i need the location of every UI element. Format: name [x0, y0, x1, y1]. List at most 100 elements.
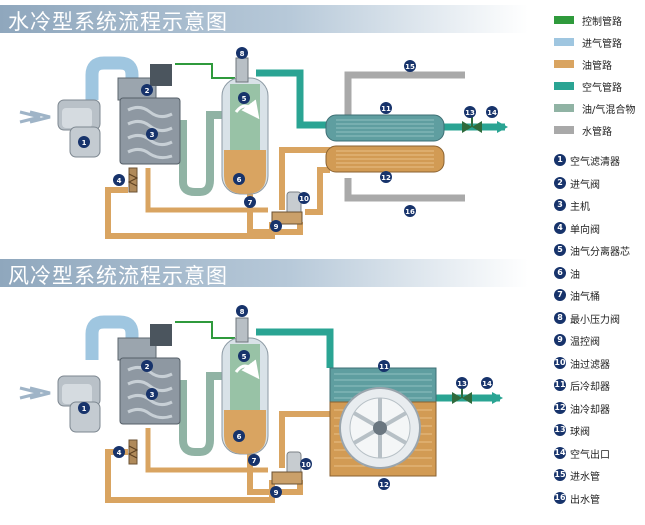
legend-part-label: 单向阀 — [570, 224, 600, 236]
air-filter-1 — [57, 99, 101, 158]
legend-part-number: 6 — [554, 266, 566, 279]
legend-part-number: 8 — [554, 311, 566, 324]
legend-part-label: 主机 — [570, 202, 590, 213]
svg-text:16: 16 — [405, 208, 415, 216]
oil-line-to-cooler — [279, 147, 330, 210]
svg-text:2: 2 — [145, 363, 150, 371]
svg-text:10: 10 — [301, 461, 311, 469]
svg-text:8: 8 — [240, 308, 245, 316]
diagram-air-cooled: 1 2 3 4 5 6 7 8 9 10 11 12 13 14 — [19, 305, 503, 503]
svg-text:13: 13 — [465, 109, 475, 117]
legend-part-label: 最小压力阀 — [570, 314, 620, 326]
legend-swatch — [554, 104, 574, 112]
legend-air-pipe: 空气管路 — [554, 78, 645, 96]
check-valve-4 — [127, 167, 139, 193]
legend-part-13: 13 球阀 — [554, 422, 645, 440]
legend-part-label: 油气桶 — [570, 292, 600, 303]
callout-w-14: 14 — [486, 106, 498, 118]
svg-text:4: 4 — [117, 449, 122, 457]
legend-part-number: 14 — [554, 446, 566, 459]
callout-a-3: 3 — [146, 388, 158, 400]
legend-part-number: 13 — [554, 424, 566, 436]
legend-part-label: 空气出口 — [570, 449, 610, 461]
callout-w-10: 10 — [298, 192, 310, 204]
svg-text:14: 14 — [487, 109, 497, 117]
legend-part-label: 进气阀 — [570, 179, 600, 191]
water-outlet-pipe — [344, 178, 465, 202]
svg-text:6: 6 — [237, 176, 242, 184]
svg-text:1: 1 — [82, 139, 87, 147]
title-bar-water-cooled: 水冷型系统流程示意图 — [0, 5, 528, 34]
legend-part-number: 12 — [554, 401, 566, 414]
legend-part-label: 温控阀 — [570, 337, 600, 348]
legend-part-label: 油冷却器 — [570, 404, 610, 416]
water-inlet-pipe — [344, 71, 465, 118]
legend-part-2: 2 进气阀 — [554, 175, 645, 193]
legend-part-14: 14 空气出口 — [554, 445, 645, 463]
callout-a-5: 5 — [238, 350, 250, 362]
callout-a-11: 11 — [378, 360, 390, 372]
callout-a-12: 12 — [378, 478, 390, 490]
min-pressure-valve-8-a — [235, 317, 249, 343]
diagram-water-cooled: 1 2 3 4 5 6 7 8 9 10 11 12 13 14 15 16 — [19, 47, 508, 239]
intake-duct-a — [85, 315, 139, 360]
legend-part-number: 2 — [554, 176, 566, 189]
legend-swatch — [554, 126, 574, 134]
air-outlet-arrow — [497, 121, 508, 133]
svg-text:10: 10 — [299, 195, 309, 203]
title-air-cooled: 风冷型系统流程示意图 — [8, 264, 228, 288]
svg-text:7: 7 — [248, 199, 253, 207]
legend-part-label: 球阀 — [570, 427, 590, 438]
legend-water-pipe: 水管路 — [554, 122, 645, 140]
svg-text:8: 8 — [240, 50, 245, 58]
callout-w-11: 11 — [380, 102, 392, 114]
legend-intake-pipe: 进气管路 — [554, 34, 645, 52]
control-line-a — [175, 321, 235, 339]
svg-text:5: 5 — [242, 95, 247, 103]
svg-text:13: 13 — [457, 380, 467, 388]
legend-label: 油管路 — [582, 61, 612, 72]
callout-a-9: 9 — [270, 486, 282, 498]
legend-swatch — [554, 16, 574, 24]
oil-line-a-inner — [145, 428, 268, 473]
aftercooler-11 — [325, 114, 445, 142]
legend-swatch — [554, 82, 574, 90]
thermostatic-valve-9 — [271, 211, 303, 225]
callout-w-13: 13 — [464, 106, 476, 118]
callout-a-14: 14 — [481, 377, 493, 389]
legend-part-number: 11 — [554, 379, 566, 391]
legend-part-label: 出水管 — [570, 494, 600, 506]
callout-w-8: 8 — [236, 47, 248, 59]
oil-line-to-airend — [105, 187, 275, 239]
check-valve-4-a — [127, 439, 139, 465]
legend-part-number: 3 — [554, 199, 566, 211]
inlet-air-arrow-a — [19, 386, 51, 400]
svg-text:1: 1 — [82, 405, 87, 413]
legend-part-12: 12 油冷却器 — [554, 400, 645, 418]
oil-line-a-to-cooler — [279, 411, 330, 468]
callout-w-1: 1 — [78, 136, 90, 148]
svg-text:12: 12 — [381, 174, 391, 182]
cooling-fan — [339, 387, 421, 469]
callout-a-2: 2 — [141, 360, 153, 372]
min-pressure-valve-8 — [235, 57, 249, 83]
legend-part-label: 油 — [570, 269, 580, 281]
svg-text:11: 11 — [379, 363, 389, 371]
legend-part-number: 9 — [554, 334, 566, 346]
legend-part-number: 16 — [554, 491, 566, 504]
svg-text:9: 9 — [274, 223, 279, 231]
legend-oil-pipe: 油管路 — [554, 56, 645, 74]
svg-text:9: 9 — [274, 489, 279, 497]
legend-part-number: 10 — [554, 356, 566, 369]
legend-label: 进气管路 — [582, 39, 622, 50]
title-water-cooled: 水冷型系统流程示意图 — [8, 10, 228, 34]
legend-part-number: 7 — [554, 289, 566, 301]
svg-text:6: 6 — [237, 433, 242, 441]
callout-a-6: 6 — [233, 430, 245, 442]
callout-a-8: 8 — [236, 305, 248, 317]
